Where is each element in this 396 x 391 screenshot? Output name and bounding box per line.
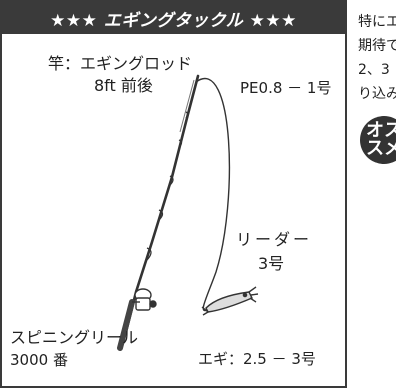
reel-label: スピニングリール bbox=[10, 328, 139, 347]
line-label: PE0.8 － 1号 bbox=[240, 79, 332, 97]
rod-blank-highlight bbox=[179, 79, 195, 133]
badge-line: スメ bbox=[366, 138, 396, 159]
side-text-line: 特にエ bbox=[358, 14, 396, 30]
rod-guides bbox=[146, 111, 189, 261]
egi-label: エギ：2.5 － 3号 bbox=[198, 350, 316, 368]
rod-length-label: 8ft 前後 bbox=[94, 76, 153, 95]
side-text-line: 期待で bbox=[358, 38, 396, 54]
tackle-panel: ★★★ エギングタックル ★★★ bbox=[0, 0, 347, 388]
panel-header: ★★★ エギングタックル ★★★ bbox=[2, 2, 345, 34]
leader-size-label: 3号 bbox=[258, 254, 285, 273]
side-text-line: 2、3 bbox=[358, 62, 390, 78]
spinning-reel bbox=[132, 288, 157, 311]
fishing-line bbox=[195, 78, 231, 312]
panel-title: ★★★ エギングタックル ★★★ bbox=[50, 10, 297, 31]
leader-label: リーダー bbox=[236, 230, 313, 249]
side-text: 特にエ 期待で 2、3 り込み bbox=[358, 10, 396, 106]
side-text-line: り込み bbox=[358, 86, 396, 102]
recommend-badge: オス スメ bbox=[360, 116, 396, 164]
egi-lure bbox=[201, 286, 259, 316]
rod-label: 竿：エギングロッド bbox=[48, 54, 193, 73]
tackle-illustration bbox=[117, 74, 259, 351]
rod-grip bbox=[117, 299, 135, 351]
rod-blank bbox=[124, 74, 200, 334]
reel-size-label: 3000 番 bbox=[10, 351, 68, 369]
badge-line: オス bbox=[366, 120, 396, 141]
